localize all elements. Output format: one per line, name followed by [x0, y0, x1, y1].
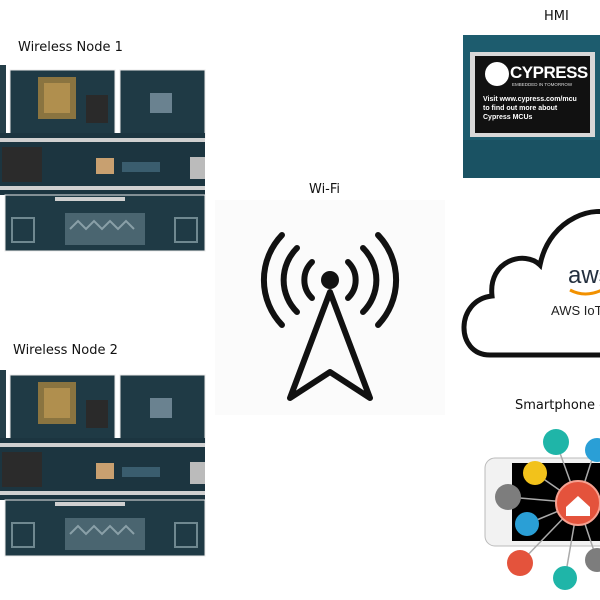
smartphone-label: Smartphone c [515, 398, 600, 413]
car-icon [585, 438, 600, 462]
hmi-screen-line: Visit www.cypress.com/mcu [483, 96, 577, 103]
aws-logo: aws [568, 262, 600, 289]
hmi-screen-line: Cypress MCUs [483, 114, 533, 121]
hmi-label: HMI [544, 9, 569, 24]
lock-icon [515, 512, 539, 536]
wireless-node-2-board [0, 369, 206, 557]
hmi-board [463, 35, 600, 178]
vehicle-icon [585, 548, 600, 572]
aws-smile-icon [569, 288, 600, 296]
wifi-tower-icon [260, 232, 400, 401]
smartphone-illustration [484, 429, 600, 590]
appliance-icon [553, 566, 577, 590]
wireless-node-2-label: Wireless Node 2 [13, 343, 118, 358]
hmi-screen-line: to find out more about [483, 105, 558, 112]
thermostat-icon [495, 484, 521, 510]
wireless-node-1-label: Wireless Node 1 [18, 40, 123, 55]
wireless-node-1-board [0, 64, 206, 252]
wifi-panel-background [215, 200, 445, 415]
hmi-screen-logo: CYPRESS [510, 63, 588, 82]
wifi-label: Wi-Fi [309, 182, 341, 197]
sensor-icon [523, 461, 547, 485]
cloud-icon [461, 209, 600, 358]
faucet-icon [507, 550, 533, 576]
cloud-label: AWS IoT [551, 303, 600, 318]
thermometer-icon [543, 429, 569, 455]
hmi-screen-tagline: EMBEDDED IN TOMORROW [512, 82, 573, 87]
hmi-screen-text: Visit www.cypress.com/mcu to find out mo… [483, 95, 593, 122]
